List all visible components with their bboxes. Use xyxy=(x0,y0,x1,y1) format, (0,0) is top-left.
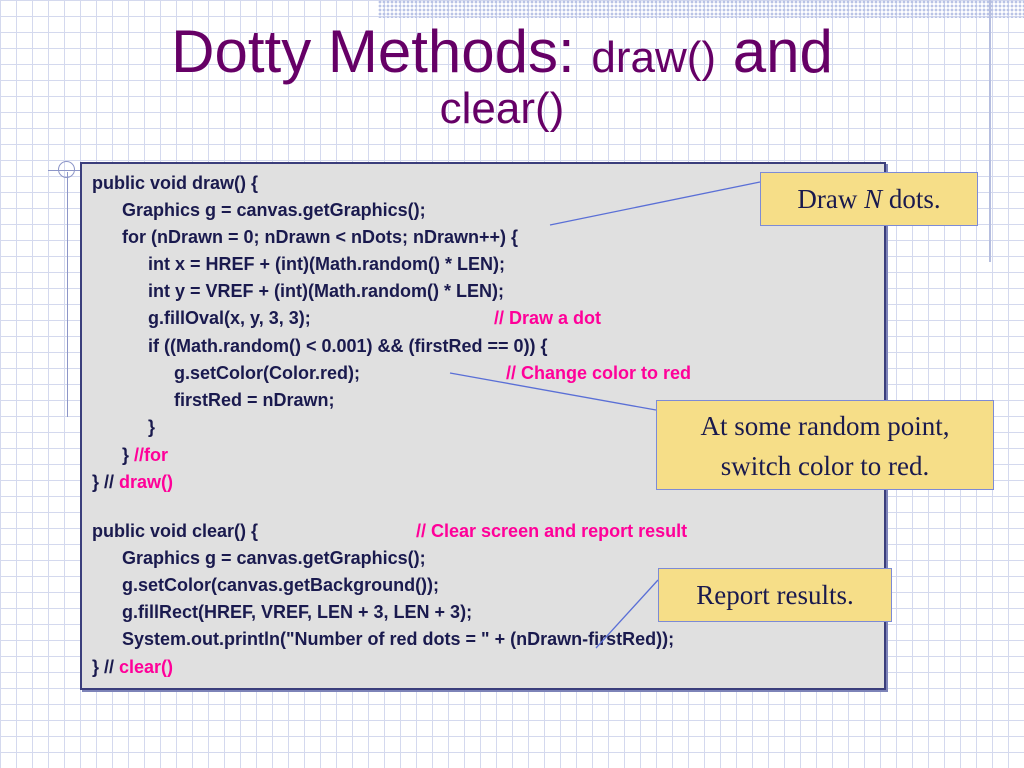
code-comment: // Draw a dot xyxy=(494,308,602,328)
code-comment: // Clear screen and report result xyxy=(416,521,688,541)
code-line: for (nDrawn = 0; nDrawn < nDots; nDrawn+… xyxy=(122,227,519,247)
callout-draw-n-dots: Draw N dots. xyxy=(760,172,978,226)
code-line: } // draw() xyxy=(92,472,174,492)
decorative-circle-icon xyxy=(58,161,75,178)
code-line: g.fillRect(HREF, VREF, LEN + 3, LEN + 3)… xyxy=(122,602,473,622)
code-line: firstRed = nDrawn; xyxy=(174,390,335,410)
title-line-2: clear() xyxy=(439,83,565,133)
decorative-vertical-line xyxy=(989,0,991,262)
code-line: System.out.println("Number of red dots =… xyxy=(122,629,675,649)
slide-title: Dotty Methods: draw() and clear() xyxy=(110,18,894,133)
code-line: Graphics g = canvas.getGraphics(); xyxy=(122,200,426,220)
code-line: if ((Math.random() < 0.001) && (firstRed… xyxy=(148,336,548,356)
corner-dot-pattern xyxy=(378,0,1024,18)
code-line: } // clear() xyxy=(92,657,174,677)
code-line: } xyxy=(148,417,156,437)
code-line: g.fillOval(x, y, 3, 3); xyxy=(148,308,311,328)
decorative-left-line xyxy=(67,172,68,417)
code-line: Graphics g = canvas.getGraphics(); xyxy=(122,548,426,568)
decorative-horizontal-line xyxy=(48,170,108,171)
code-comment: // Change color to red xyxy=(506,363,692,383)
title-line-1: Dotty Methods: draw() and xyxy=(171,18,833,85)
code-line: int y = VREF + (int)(Math.random() * LEN… xyxy=(148,281,504,301)
code-line: public void clear() { xyxy=(92,521,259,541)
callout-random-point: At some random point, switch color to re… xyxy=(656,400,994,490)
code-line: } //for xyxy=(122,445,169,465)
code-line: g.setColor(canvas.getBackground()); xyxy=(122,575,440,595)
code-line: g.setColor(Color.red); xyxy=(174,363,361,383)
callout-report-results: Report results. xyxy=(658,568,892,622)
code-line: int x = HREF + (int)(Math.random() * LEN… xyxy=(148,254,505,274)
code-line: public void draw() { xyxy=(92,173,259,193)
